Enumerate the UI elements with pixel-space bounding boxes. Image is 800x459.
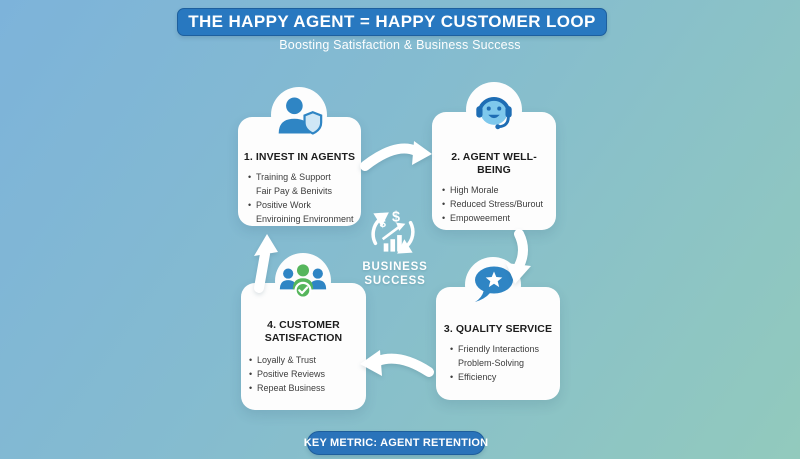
- bullet-marker: [248, 185, 256, 199]
- icon-circle: [271, 87, 327, 143]
- step-card-invest-in-agents: 1. INVEST IN AGENTS •Training & Support …: [238, 87, 361, 227]
- bullet-list: • High Morale • Reduced Stress/Burout • Emp…: [432, 184, 556, 226]
- headset-smile-icon: [476, 97, 512, 130]
- bullet-item: • Positive Work: [248, 199, 355, 213]
- bullet-list: •Training & Support Fair Pay & Benivits …: [238, 171, 361, 227]
- arrow-step2-to-step3-icon: [506, 229, 531, 284]
- bullet-list: • Loyally & Trust • Positive Reviews • Repe…: [241, 354, 366, 396]
- bullet-item: • Friendly Interactions: [450, 343, 554, 357]
- bullet-marker: •: [442, 199, 446, 210]
- bullet-marker: •: [450, 372, 454, 382]
- bullet-marker: •: [249, 355, 253, 366]
- bullet-list: • Friendly Interactions Problem-Solving •…: [436, 343, 560, 385]
- step-heading: 2. AGENT WELL-BEING: [451, 151, 537, 177]
- icon-circle: [275, 253, 331, 309]
- svg-text:$: $: [380, 218, 387, 230]
- bullet-marker: •: [249, 369, 253, 380]
- bullet-text: Enviroining Environment: [256, 213, 354, 224]
- bullet-text: Friendly Interactions: [458, 344, 540, 355]
- arrow-step3-to-step4-icon: [360, 350, 434, 377]
- bullet-text: Problem-Solving: [458, 358, 525, 369]
- bullet-marker: [248, 213, 256, 227]
- bullet-text: Positive Work: [256, 200, 311, 210]
- center-label: BUSINESS SUCCESS: [330, 260, 460, 289]
- bullet-marker: •: [248, 172, 252, 183]
- key-metric-badge: KEY METRIC: AGENT RETENTION: [303, 431, 489, 455]
- growth-cycle-icon: $ $: [371, 210, 415, 254]
- bullet-marker: •: [442, 185, 446, 196]
- center-label-line1: BUSINESS: [362, 261, 428, 273]
- bullet-text: Repeat Business: [257, 383, 326, 394]
- bullet-item: • Empoweement: [442, 212, 550, 226]
- svg-text:$: $: [392, 210, 400, 226]
- bullet-text: Positive Reviews: [257, 369, 326, 380]
- bullet-text: Fair Pay & Benivits: [256, 186, 333, 197]
- bullet-marker: •: [249, 383, 253, 394]
- bullet-marker: •: [248, 200, 252, 210]
- bullet-item: • Positive Reviews: [249, 368, 360, 382]
- bullet-marker: [450, 357, 458, 371]
- bullet-item: Enviroining Environment: [248, 213, 355, 227]
- arrow-step1-to-step2-icon: [360, 141, 432, 171]
- bullet-item: Problem-Solving: [450, 357, 554, 371]
- step-card-customer-satisfaction: 4. CUSTOMER SATISFACTION • Loyally & Trus…: [241, 253, 366, 410]
- bullet-item: • Training & Support: [248, 171, 355, 185]
- bullet-text: High Morale: [450, 185, 499, 196]
- bullet-item: Fair Pay & Benivits: [248, 185, 355, 199]
- bullet-marker: •: [450, 344, 454, 355]
- team-check-icon: [279, 264, 327, 299]
- bullet-item: • High Morale: [442, 184, 550, 198]
- step-heading: 1. INVEST IN AGENTS: [243, 151, 356, 163]
- bullet-text: Training & Support: [256, 172, 331, 183]
- page-subtitle: Boosting Satisfaction & Business Success: [279, 38, 521, 52]
- bullet-text: Efficiency: [458, 372, 497, 382]
- bullet-item: • Reduced Stress/Burout: [442, 198, 550, 212]
- step-card-quality-service: 3. QUALITY SERVICE • Friendly Interaction…: [436, 257, 560, 400]
- bullet-item: • Efficiency: [450, 371, 554, 385]
- bullet-text: Loyally & Trust: [257, 355, 317, 366]
- bullet-item: • Repeat Business: [249, 382, 360, 396]
- bullet-text: Empoweement: [450, 213, 511, 224]
- step-heading: 3. QUALITY SERVICE: [443, 323, 553, 335]
- key-metric-label: KEY METRIC: AGENT RETENTION: [303, 437, 489, 449]
- bullet-item: • Loyally & Trust: [249, 354, 360, 368]
- agent-shield-icon: [278, 97, 323, 135]
- bullet-marker: •: [442, 213, 446, 224]
- icon-circle: [466, 82, 522, 138]
- page-title: THE HAPPY AGENT = HAPPY CUSTOMER LOOP: [188, 12, 596, 31]
- step-card-agent-well-being: 2. AGENT WELL-BEING • High Morale • Reduce…: [432, 82, 556, 230]
- title-banner: THE HAPPY AGENT = HAPPY CUSTOMER LOOP: [177, 8, 607, 36]
- arrow-step4-to-step1-icon: [254, 234, 278, 293]
- step-heading: 4. CUSTOMER SATISFACTION: [264, 319, 343, 345]
- center-label-line2: SUCCESS: [364, 275, 426, 288]
- bullet-text: Reduced Stress/Burout: [450, 199, 544, 210]
- star-speech-bubble-icon: [475, 266, 513, 302]
